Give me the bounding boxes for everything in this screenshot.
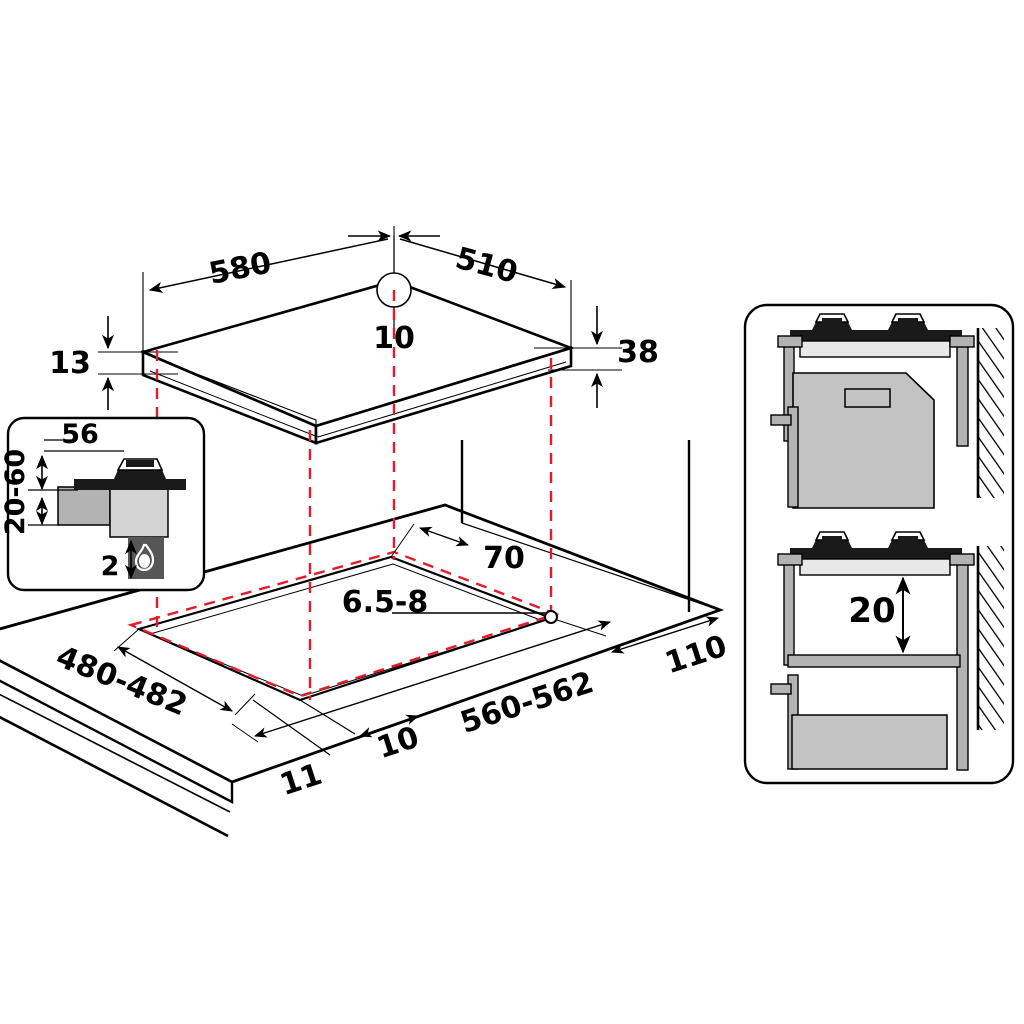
ext-line-560-a — [231, 723, 259, 743]
dim-line-110 — [611, 616, 719, 654]
hob-bevel-line-right — [317, 361, 567, 438]
upper-oven-display — [844, 388, 891, 408]
lower-rail-right-cap — [949, 553, 975, 566]
detail-burner-cap — [126, 460, 154, 467]
dim-label-110: 110 — [661, 629, 731, 682]
flame-icon — [134, 543, 155, 572]
dim-line-560 — [254, 620, 611, 738]
detail-inset-group — [6, 416, 206, 592]
dim-label-580: 580 — [206, 246, 274, 292]
upper-rail-left-cap — [777, 335, 803, 348]
upper-grates — [812, 313, 928, 330]
dim-line-510 — [399, 238, 567, 289]
leader-line-11b — [299, 699, 356, 735]
upper-oven-left-edge — [787, 406, 799, 508]
upper-rail-right-cap — [949, 335, 975, 348]
lower-hob-top-plate — [790, 548, 962, 559]
ext-line-70-a — [390, 523, 415, 558]
lower-cabinet-drawer — [791, 714, 948, 770]
worktop-front-edge-band — [0, 659, 234, 804]
hob-over-oven-section — [770, 313, 1004, 509]
lower-rail-left-cap — [777, 553, 803, 566]
dim-label-20-gap: 20 — [848, 591, 895, 631]
dim-line-70 — [419, 526, 469, 547]
lower-hob-body — [799, 558, 951, 576]
ext-line-480-b — [234, 693, 256, 716]
upper-rail-right — [956, 340, 969, 447]
lower-grates — [812, 531, 928, 548]
leader-line-11 — [252, 699, 331, 756]
upper-wall-hatch — [978, 328, 1004, 498]
lower-rail-left — [783, 558, 795, 666]
hob-bevel-line-left — [149, 370, 319, 438]
dim-label-510: 510 — [452, 241, 522, 291]
upper-oven-knob — [770, 414, 792, 426]
hob-over-cabinet-section — [770, 531, 1004, 771]
ext-line-560-b — [550, 617, 607, 637]
lower-wall-hatch — [978, 546, 1004, 730]
dim-label-70: 70 — [483, 541, 525, 576]
dim-line-10-front — [359, 714, 419, 738]
side-sections-panel-group — [743, 303, 1015, 785]
hob-front-right-face — [314, 346, 573, 445]
detail-hob-body — [109, 486, 169, 538]
detail-worktop-block — [57, 486, 111, 526]
upper-hob-top-plate — [790, 330, 962, 341]
detail-flange-plate — [74, 479, 186, 490]
upper-hob-body — [799, 340, 951, 358]
worktop-front-mid-line — [0, 693, 231, 813]
dim-line-580 — [148, 238, 389, 293]
dim-line-480 — [117, 646, 233, 712]
lower-shelf — [787, 654, 961, 668]
dim-label-38: 38 — [617, 335, 659, 370]
dim-label-56: 56 — [61, 419, 99, 450]
dim-label-2: 2 — [101, 551, 120, 582]
hob-top-face — [139, 279, 576, 428]
thickness-point-marker — [544, 610, 558, 624]
dim-label-13: 13 — [49, 346, 91, 381]
ext-line-480-a — [113, 628, 140, 652]
wall-base-line — [461, 522, 721, 611]
worktop-isometric-group — [0, 290, 725, 838]
hob-isometric-group — [98, 226, 622, 445]
lower-cabinet-knob — [770, 683, 792, 695]
dim-label-6.5-8: 6.5-8 — [342, 585, 428, 620]
dim-label-20-60: 20-60 — [0, 449, 31, 535]
worktop-front-lower-line — [0, 715, 229, 838]
